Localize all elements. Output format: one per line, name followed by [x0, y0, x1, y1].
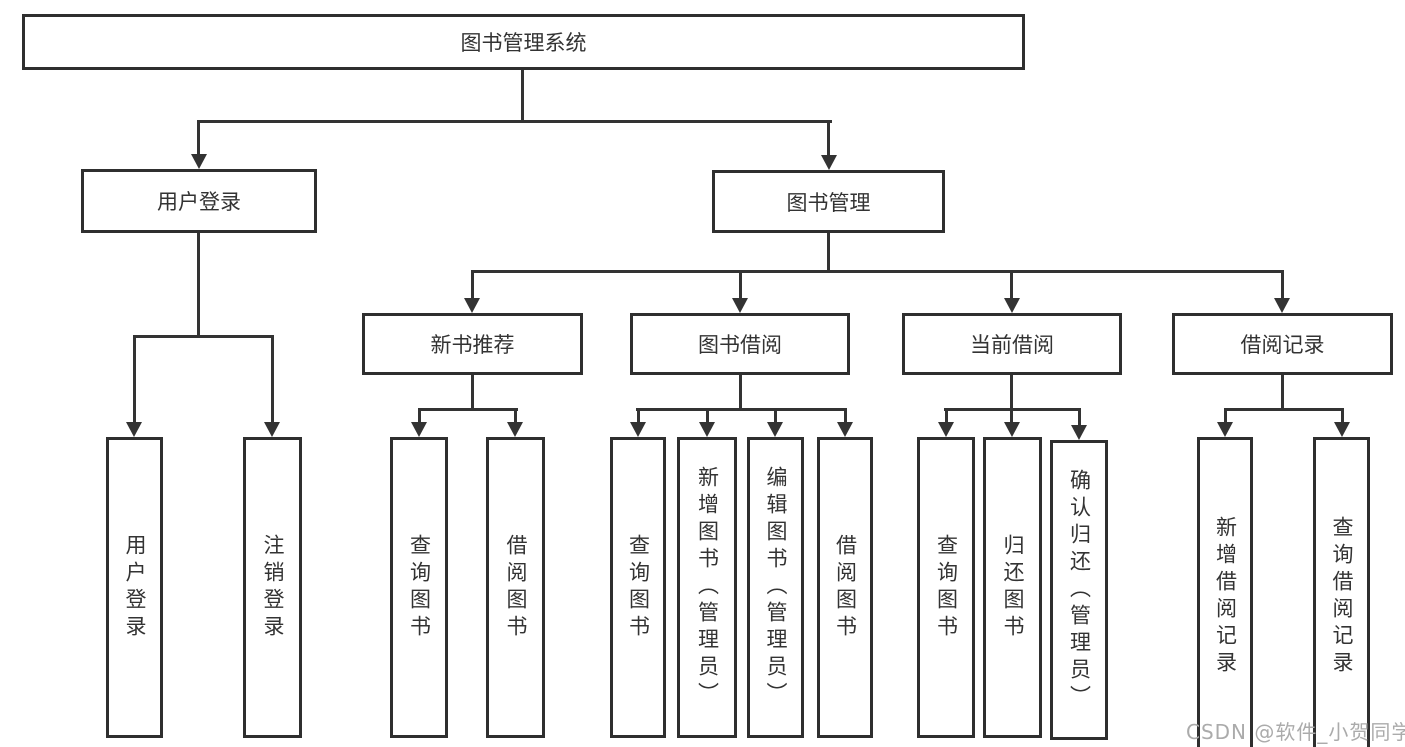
- arrowhead: [464, 298, 480, 313]
- arrowhead: [1004, 422, 1020, 437]
- connector-vline: [197, 232, 200, 338]
- leaf-add-book-admin: 新增图书（管理员）: [677, 437, 737, 738]
- arrowhead: [938, 422, 954, 437]
- arrowhead: [191, 154, 207, 169]
- connector-vline: [739, 375, 742, 411]
- leaf-confirm-return-admin: 确认归还（管理员）: [1050, 440, 1108, 740]
- connector-vline: [1010, 270, 1013, 300]
- arrowhead: [264, 422, 280, 437]
- leaf-add-borrow-record: 新增借阅记录: [1197, 437, 1253, 747]
- arrowhead: [699, 422, 715, 437]
- leaf-logout: 注销登录: [243, 437, 302, 738]
- node-root: 图书管理系统: [22, 14, 1025, 70]
- connector-hline: [471, 270, 1284, 273]
- connector-vline: [271, 335, 274, 424]
- connector-vline: [945, 408, 948, 424]
- node-user-login: 用户登录: [81, 169, 317, 233]
- connector-vline: [827, 120, 830, 158]
- node-book-management: 图书管理: [712, 170, 945, 233]
- node-book-borrow: 图书借阅: [630, 313, 850, 375]
- node-new-book-recommend: 新书推荐: [362, 313, 583, 375]
- watermark: CSDN @软件_小贺同学: [1186, 720, 1405, 744]
- leaf-query-books-borrow: 查询图书: [610, 437, 666, 738]
- leaf-query-books-current: 查询图书: [917, 437, 975, 738]
- connector-vline: [1010, 408, 1013, 424]
- leaf-user-login: 用户登录: [106, 437, 163, 738]
- arrowhead: [630, 422, 646, 437]
- connector-vline: [1281, 375, 1284, 411]
- leaf-query-borrow-record: 查询借阅记录: [1313, 437, 1370, 747]
- arrowhead: [732, 298, 748, 313]
- leaf-query-books-recommend: 查询图书: [390, 437, 448, 738]
- connector-hline: [1224, 408, 1344, 411]
- connector-vline: [637, 408, 640, 424]
- node-borrow-records: 借阅记录: [1172, 313, 1393, 375]
- leaf-return-book: 归还图书: [983, 437, 1042, 738]
- connector-vline: [1281, 270, 1284, 300]
- arrowhead: [1071, 425, 1087, 440]
- connector-vline: [1341, 408, 1344, 424]
- arrowhead: [1004, 298, 1020, 313]
- arrowhead: [126, 422, 142, 437]
- connector-vline: [471, 375, 474, 411]
- connector-vline: [1078, 408, 1081, 426]
- leaf-edit-book-admin: 编辑图书（管理员）: [747, 437, 804, 738]
- connector-vline: [706, 408, 709, 424]
- connector-hline: [197, 120, 832, 123]
- connector-vline: [774, 408, 777, 424]
- leaf-borrow-books-recommend: 借阅图书: [486, 437, 545, 738]
- arrowhead: [837, 422, 853, 437]
- connector-vline: [197, 120, 200, 158]
- connector-hline: [133, 335, 274, 338]
- connector-vline: [133, 335, 136, 424]
- connector-vline: [1224, 408, 1227, 424]
- connector-vline: [471, 270, 474, 300]
- arrowhead: [1217, 422, 1233, 437]
- arrowhead: [1334, 422, 1350, 437]
- connector-vline: [1010, 375, 1013, 411]
- connector-vline: [418, 408, 421, 424]
- arrowhead: [411, 422, 427, 437]
- leaf-borrow-books-2: 借阅图书: [817, 437, 873, 738]
- connector-vline: [844, 408, 847, 424]
- arrowhead: [507, 422, 523, 437]
- connector-vline: [521, 68, 524, 122]
- arrowhead: [767, 422, 783, 437]
- arrowhead: [821, 155, 837, 170]
- connector-vline: [739, 270, 742, 300]
- connector-hline: [418, 408, 518, 411]
- arrowhead: [1274, 298, 1290, 313]
- node-current-borrow: 当前借阅: [902, 313, 1122, 375]
- connector-vline: [514, 408, 517, 424]
- connector-hline: [636, 408, 847, 411]
- connector-vline: [827, 233, 830, 273]
